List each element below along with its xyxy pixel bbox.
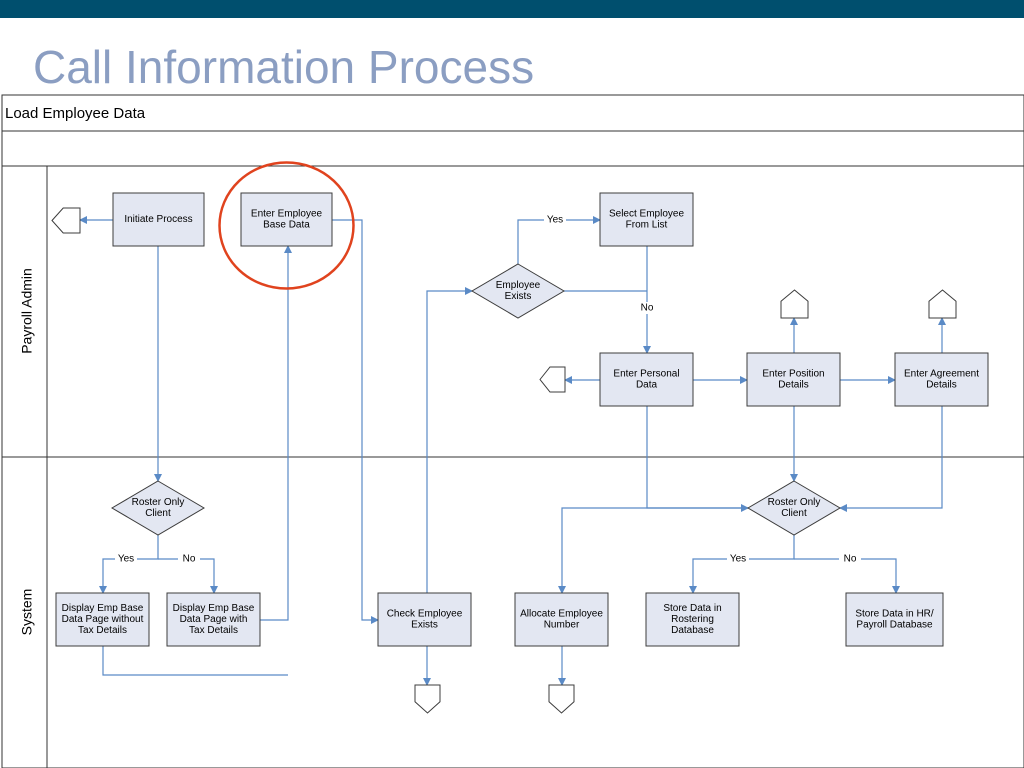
svg-text:No: No xyxy=(183,554,196,565)
connector-left-initiate-connector xyxy=(51,207,81,234)
svg-text:Number: Number xyxy=(544,620,580,631)
svg-text:Yes: Yes xyxy=(547,215,563,226)
svg-text:No: No xyxy=(641,303,654,314)
svg-text:Data: Data xyxy=(636,380,658,391)
svg-text:Tax Details: Tax Details xyxy=(189,625,238,636)
connector-roster-only-client-right-to-allocate-employee-number xyxy=(558,507,748,594)
svg-text:Details: Details xyxy=(926,380,957,391)
connector-up-agreement-connector xyxy=(928,289,957,319)
connector-roster-only-client-left-to-display-with-tax xyxy=(158,558,218,594)
edge-label-no: No xyxy=(839,553,861,565)
pool-title: Load Employee Data xyxy=(5,105,146,122)
svg-text:Display Emp Base: Display Emp Base xyxy=(62,603,144,614)
svg-text:Employee: Employee xyxy=(496,280,541,291)
svg-text:Tax Details: Tax Details xyxy=(78,625,127,636)
svg-text:Client: Client xyxy=(781,508,807,519)
edge-label-yes: Yes xyxy=(115,553,137,565)
initiate-process-process: Initiate Process xyxy=(112,192,205,247)
svg-text:Yes: Yes xyxy=(118,554,134,565)
svg-text:Enter Personal: Enter Personal xyxy=(613,369,679,380)
connector-down-allocate-connector xyxy=(548,684,575,714)
connector-up-position-connector xyxy=(780,289,809,319)
svg-text:Client: Client xyxy=(145,508,171,519)
header-bar xyxy=(0,0,1024,18)
svg-text:Yes: Yes xyxy=(730,554,746,565)
connector-roster-only-client-right-to-store-hr-payroll xyxy=(794,558,900,594)
svg-text:Allocate Employee: Allocate Employee xyxy=(520,609,603,620)
store-hr-payroll-process: Store Data in HR/Payroll Database xyxy=(845,592,944,647)
lane-label-system: System xyxy=(19,589,35,636)
edge-label-yes: Yes xyxy=(544,214,566,226)
connectors xyxy=(79,216,946,686)
svg-text:From List: From List xyxy=(626,220,668,231)
svg-text:Select Employee: Select Employee xyxy=(609,209,684,220)
svg-text:Store Data in: Store Data in xyxy=(663,603,721,614)
edge-label-no: No xyxy=(178,553,200,565)
edge-label-no: No xyxy=(636,302,658,314)
connector-check-employee-exists-to-employee-exists xyxy=(426,287,473,593)
connector-enter-agreement-details-to-roster-only-client-right xyxy=(839,406,943,512)
svg-text:Payroll Database: Payroll Database xyxy=(856,620,933,631)
svg-text:Initiate Process: Initiate Process xyxy=(124,214,192,225)
svg-text:Store Data in HR/: Store Data in HR/ xyxy=(855,609,934,620)
svg-text:Database: Database xyxy=(671,625,714,636)
pool-border xyxy=(1,94,1024,768)
svg-text:Enter Position: Enter Position xyxy=(762,369,824,380)
svg-text:Check Employee: Check Employee xyxy=(387,609,463,620)
page-title: Call Information Process xyxy=(33,41,535,93)
connector-display-with-tax-to-enter-employee-base-data xyxy=(260,245,292,621)
svg-text:Enter Employee: Enter Employee xyxy=(251,209,323,220)
connector-employee-exists-to-select-employee-from-list xyxy=(517,216,601,264)
svg-text:Details: Details xyxy=(778,380,809,391)
svg-text:Rostering: Rostering xyxy=(671,614,714,625)
svg-text:Base Data: Base Data xyxy=(263,220,310,231)
svg-text:Roster Only: Roster Only xyxy=(132,497,185,508)
connector-down-check-connector xyxy=(414,684,441,714)
edge-label-yes: Yes xyxy=(727,553,749,565)
svg-text:Exists: Exists xyxy=(505,291,532,302)
svg-text:No: No xyxy=(844,554,857,565)
svg-text:Roster Only: Roster Only xyxy=(768,497,821,508)
svg-text:Data Page without: Data Page without xyxy=(62,614,144,625)
svg-text:Data Page with: Data Page with xyxy=(180,614,248,625)
svg-text:Exists: Exists xyxy=(411,620,438,631)
connector-enter-employee-base-data-to-check-employee-exists xyxy=(332,219,379,624)
highlight-circle xyxy=(218,161,355,290)
lane-label-payroll-admin: Payroll Admin xyxy=(19,268,35,354)
svg-text:Enter Agreement: Enter Agreement xyxy=(904,369,979,380)
svg-text:Display Emp Base: Display Emp Base xyxy=(173,603,255,614)
connector-display-without-tax-to-enter-employee-base-data xyxy=(102,646,288,676)
connector-left-personal-connector xyxy=(539,366,566,393)
